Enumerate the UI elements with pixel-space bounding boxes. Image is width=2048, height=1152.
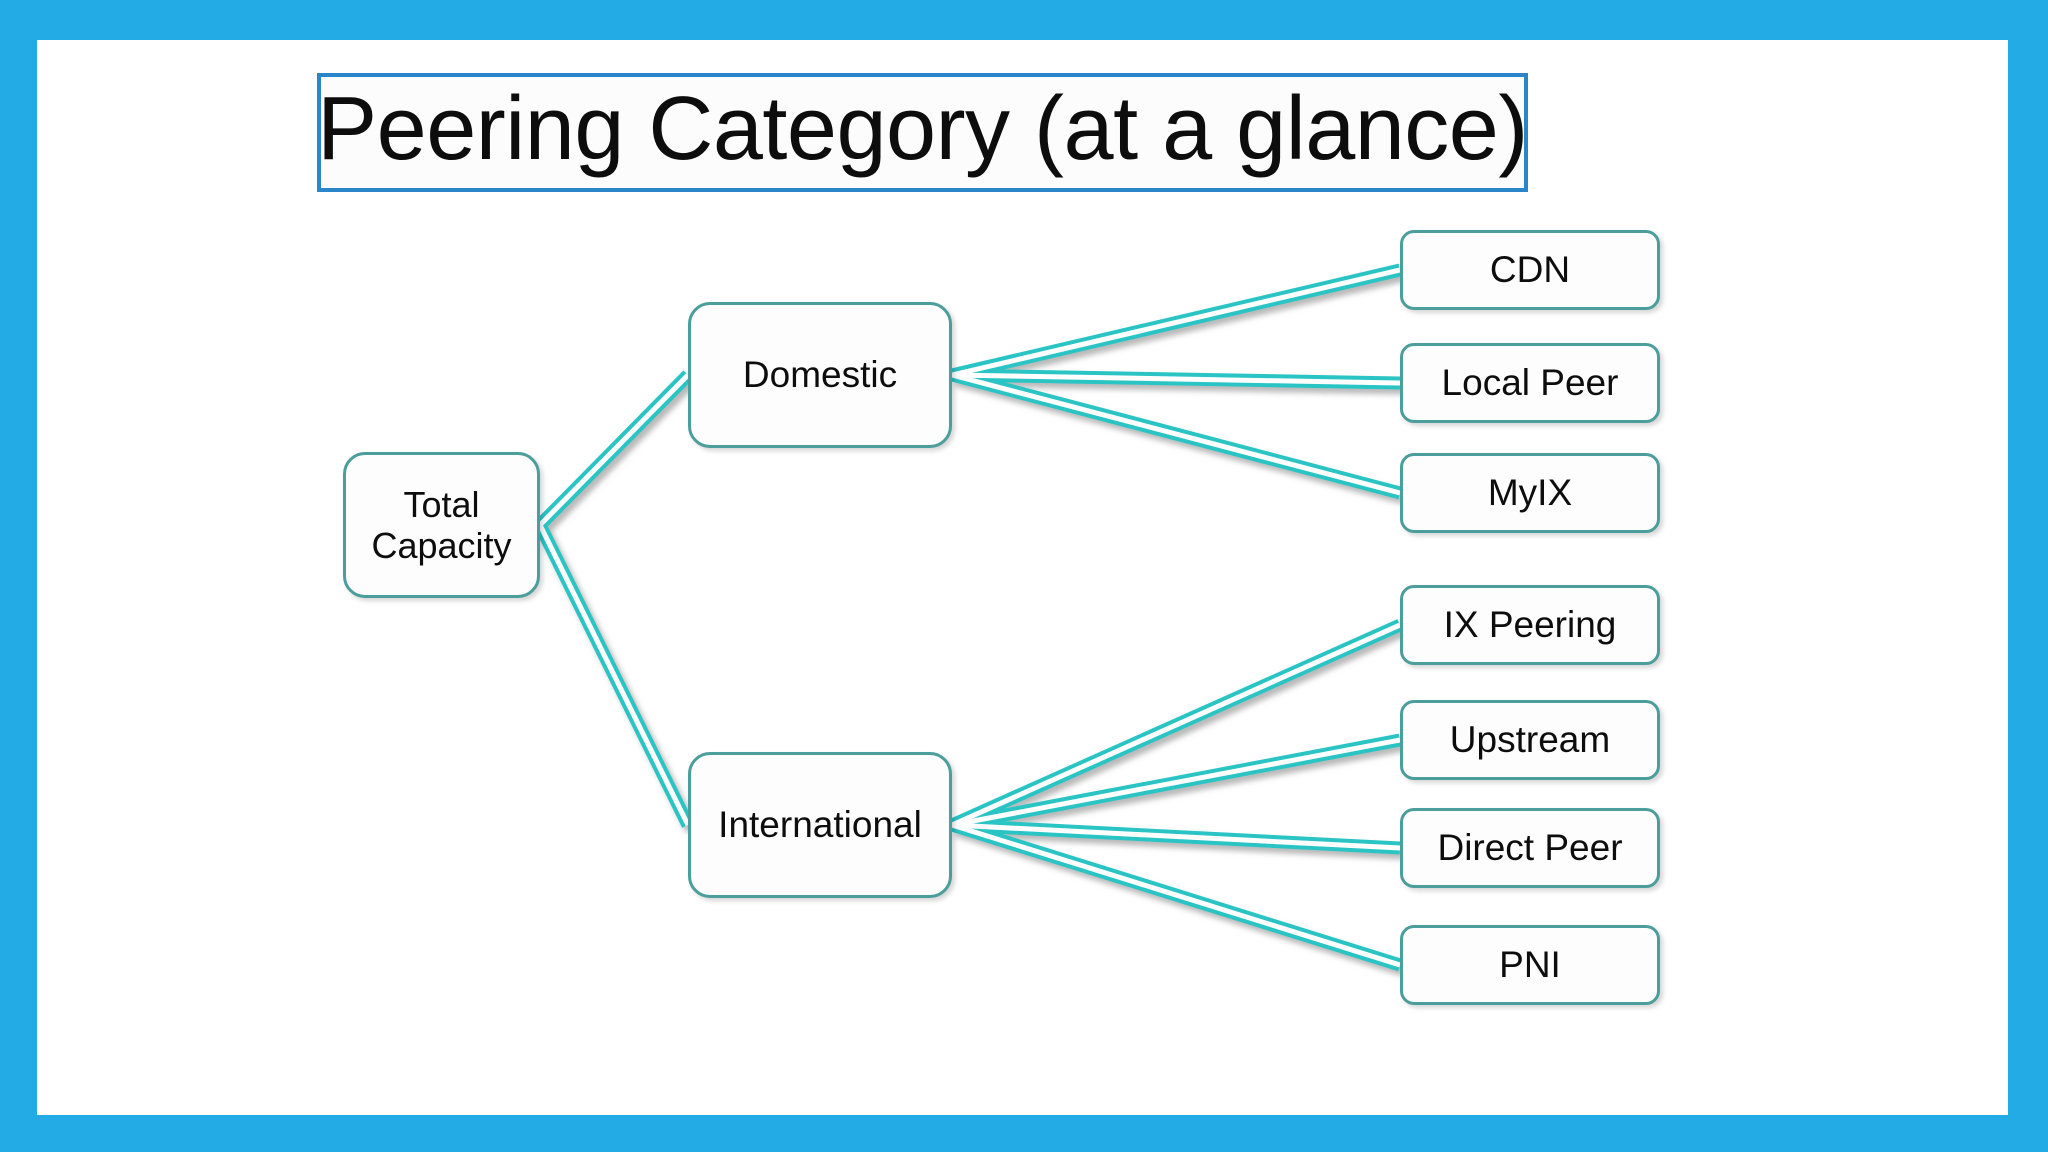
node-ix-peering[interactable]: IX Peering [1400,585,1660,665]
connector-layer [534,263,1403,972]
node-local-peer[interactable]: Local Peer [1400,343,1660,423]
node-upstream[interactable]: Upstream [1400,700,1660,780]
node-domestic-label: Domestic [742,353,898,395]
node-direct-peer[interactable]: Direct Peer [1400,808,1660,888]
node-myix-label: MyIX [1487,471,1573,513]
node-cdn[interactable]: CDN [1400,230,1660,310]
edge-domestic-myix [950,368,1402,500]
page-title: Peering Category (at a glance) [317,78,1528,179]
edge-international-direct-peer [951,818,1401,855]
node-ix-peering-label: IX Peering [1443,603,1617,645]
node-direct-peer-label: Direct Peer [1437,826,1623,868]
node-total-capacity-label: Total Capacity [371,483,512,566]
edge-international-ix-peering [949,619,1403,831]
edge-domestic-local-peer [951,368,1401,390]
edge-total-capacity-international [534,522,694,828]
node-pni-label: PNI [1499,943,1561,985]
node-domestic[interactable]: Domestic [688,302,952,448]
node-upstream-label: Upstream [1449,718,1611,760]
slide-canvas: Peering Category (at a glance) [37,40,2008,1115]
slide-title-box: Peering Category (at a glance) [317,73,1528,192]
node-international-label: International [718,803,922,845]
node-local-peer-label: Local Peer [1441,361,1619,403]
edge-international-pni [950,818,1402,972]
node-pni[interactable]: PNI [1400,925,1660,1005]
node-total-capacity[interactable]: Total Capacity [343,452,540,598]
node-international[interactable]: International [688,752,952,898]
edge-international-upstream [950,733,1402,832]
edge-total-capacity-domestic [535,370,693,530]
edge-domestic-cdn [950,263,1402,382]
node-myix[interactable]: MyIX [1400,453,1660,533]
node-cdn-label: CDN [1489,248,1571,290]
